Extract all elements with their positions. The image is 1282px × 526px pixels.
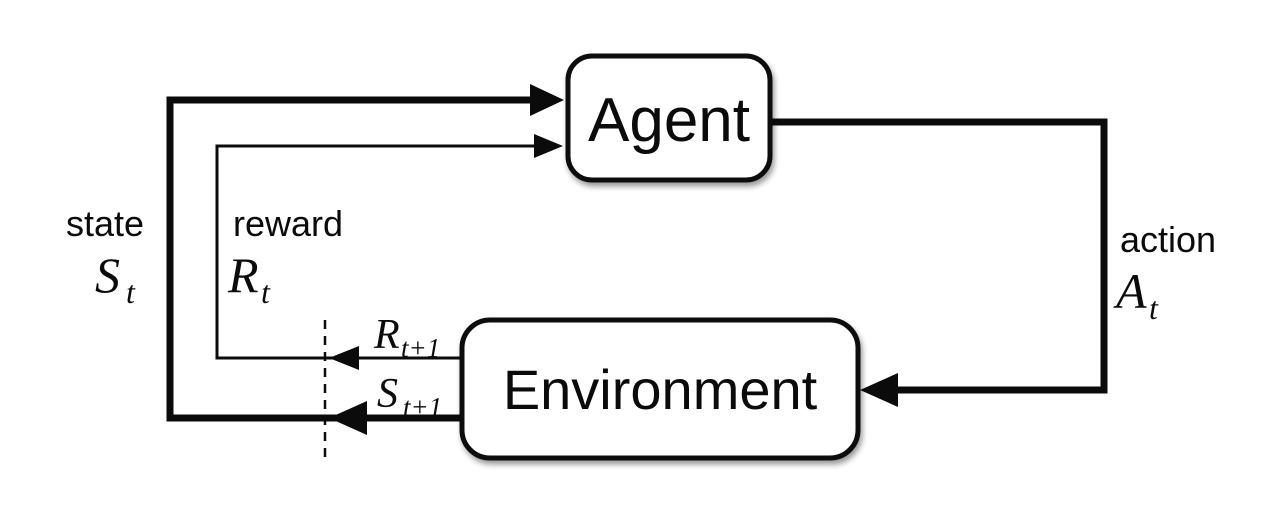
action-symbol: A xyxy=(1113,263,1147,319)
next-reward-arrowhead xyxy=(329,346,359,370)
state-word-label: state xyxy=(66,203,144,244)
action-into-environment-arrowhead xyxy=(860,373,898,407)
next-reward-symbol: R xyxy=(373,312,400,358)
action-word-label: action xyxy=(1120,219,1216,260)
state-into-agent-arrowhead xyxy=(530,84,564,116)
environment-node xyxy=(459,317,861,461)
next-state-arrowhead xyxy=(329,401,367,435)
agent-label: Agent xyxy=(588,86,750,155)
state-symbol-subscript: t xyxy=(126,274,136,310)
next-state-subscript: t+1 xyxy=(403,392,442,422)
reward-symbol-subscript: t xyxy=(261,274,271,310)
state-edge xyxy=(166,96,531,422)
environment-label: Environment xyxy=(503,358,818,421)
action-edge xyxy=(768,118,1108,394)
action-symbol-subscript: t xyxy=(1149,290,1159,326)
agent-node xyxy=(565,53,773,183)
state-symbol: S xyxy=(95,247,120,303)
reward-into-agent-arrowhead xyxy=(534,134,563,158)
next-reward-subscript: t+1 xyxy=(401,333,440,363)
reward-word-label: reward xyxy=(233,203,343,244)
reward-symbol: R xyxy=(227,247,259,303)
next-state-symbol: S xyxy=(377,371,398,417)
